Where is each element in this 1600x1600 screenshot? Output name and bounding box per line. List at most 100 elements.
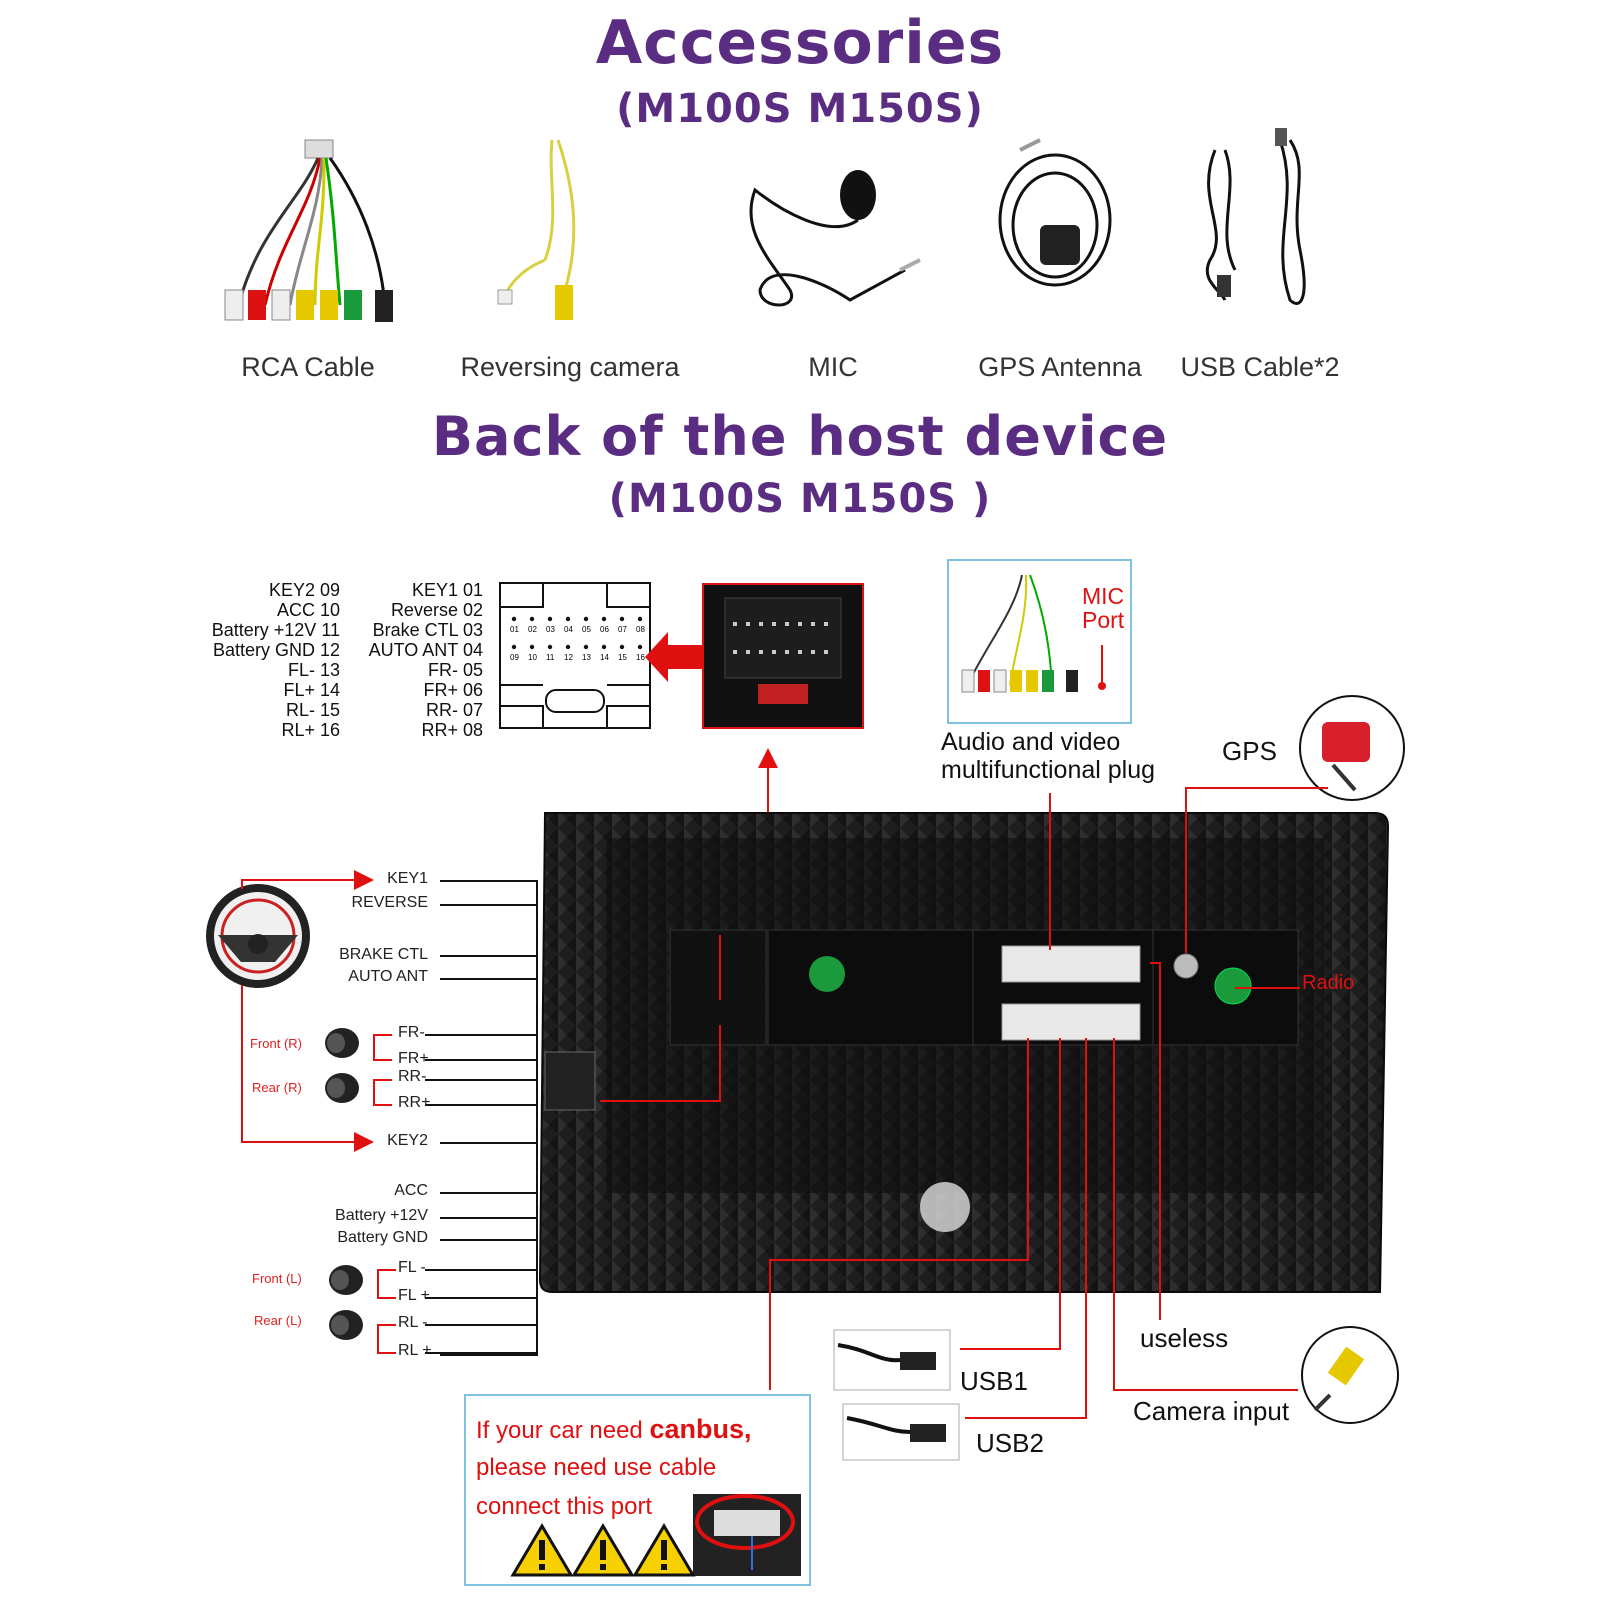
pin-dot bbox=[583, 616, 589, 622]
pin-label: KEY2 09 bbox=[268, 580, 340, 600]
host-device-back bbox=[538, 812, 1390, 1293]
pin-label: Battery +12V 11 bbox=[211, 620, 340, 640]
photo-pin bbox=[811, 650, 815, 654]
pin-dot bbox=[529, 616, 535, 622]
pin-number: 09 bbox=[510, 653, 519, 662]
pin-number: 04 bbox=[564, 625, 573, 634]
accessories-subtitle: (M100S M150S) bbox=[616, 86, 984, 132]
connector-pin-dots bbox=[511, 616, 643, 650]
photo-pin bbox=[772, 622, 776, 626]
pin-dot bbox=[637, 644, 643, 650]
pin-number: 06 bbox=[600, 625, 609, 634]
photo-pin bbox=[733, 622, 737, 626]
speaker-label-rear-l: Rear (L) bbox=[254, 1313, 302, 1328]
accessories-title: Accessories bbox=[595, 8, 1005, 78]
canbus-note-prefix: If your car need bbox=[476, 1417, 650, 1444]
pin-label: AUTO ANT 04 bbox=[368, 640, 483, 660]
pin-number: 16 bbox=[636, 653, 645, 662]
mic-port-label-line2: Port bbox=[1082, 607, 1125, 633]
pin-label: ACC 10 bbox=[276, 600, 340, 620]
wire-label-acc: ACC bbox=[394, 1182, 428, 1199]
pin-label: RL- 15 bbox=[285, 700, 340, 720]
pin-dot bbox=[619, 644, 625, 650]
pin-dot bbox=[601, 616, 607, 622]
pin-number: 11 bbox=[546, 653, 555, 662]
pin-dot bbox=[529, 644, 535, 650]
wire-label-battery-gnd: Battery GND bbox=[337, 1229, 428, 1246]
pin-number: 15 bbox=[618, 653, 627, 662]
av-plug-label-line2: multifunctional plug bbox=[941, 756, 1156, 784]
mic-port-box bbox=[947, 559, 1132, 724]
photo-pin bbox=[746, 650, 750, 654]
av-plug-label: Audio and video multifunctional plug bbox=[941, 728, 1155, 784]
photo-pin bbox=[798, 650, 802, 654]
canbus-note-line3: connect this port bbox=[476, 1493, 653, 1520]
wire-label-key2: KEY2 bbox=[387, 1132, 428, 1149]
wire-label-rr-plus: RR+ bbox=[398, 1094, 431, 1111]
connector-schematic bbox=[499, 582, 651, 729]
pin-dot bbox=[565, 616, 571, 622]
arrow-left-icon bbox=[645, 632, 702, 682]
speaker-label-rear-r: Rear (R) bbox=[252, 1080, 302, 1095]
pin-label: FR+ 06 bbox=[423, 680, 483, 700]
wire-label-fr-plus: FR+ bbox=[398, 1050, 429, 1067]
photo-pin bbox=[824, 650, 828, 654]
wire-label-rl-plus: RL + bbox=[398, 1342, 432, 1359]
host-title: Back of the host device bbox=[431, 405, 1169, 468]
av-plug-label-line1: Audio and video bbox=[941, 728, 1121, 756]
usb-cables-image bbox=[1205, 128, 1306, 305]
camera-input-label: Camera input bbox=[1133, 1396, 1290, 1426]
host-subtitle: (M100S M150S ) bbox=[608, 476, 992, 522]
gps-antenna-image bbox=[998, 138, 1112, 287]
canbus-note-box bbox=[464, 1394, 811, 1586]
wire-label-key1: KEY1 bbox=[387, 870, 428, 887]
speaker-label-front-l: Front (L) bbox=[252, 1271, 302, 1286]
wire-label-rl-minus: RL - bbox=[398, 1314, 428, 1331]
pin-label: FL- 13 bbox=[287, 660, 340, 680]
pin-label: Battery GND 12 bbox=[212, 640, 340, 660]
usb2-label: USB2 bbox=[976, 1428, 1044, 1458]
pin-number: 10 bbox=[528, 653, 537, 662]
gps-label: GPS bbox=[1222, 736, 1277, 766]
pin-label: RL+ 16 bbox=[281, 720, 340, 740]
wire-label-battery-12v: Battery +12V bbox=[335, 1207, 428, 1224]
usb2-photo bbox=[842, 1403, 960, 1461]
wire-label-reverse: REVERSE bbox=[351, 894, 428, 911]
photo-pin bbox=[824, 622, 828, 626]
pin-dot bbox=[601, 644, 607, 650]
connector-photo bbox=[702, 583, 864, 729]
photo-pin bbox=[811, 622, 815, 626]
accessory-label-rca-cable: RCA Cable bbox=[241, 352, 375, 382]
photo-pin bbox=[733, 650, 737, 654]
pin-label: RR- 07 bbox=[425, 700, 483, 720]
warning-icon bbox=[510, 1523, 696, 1577]
canbus-note-line2: please need use cable bbox=[476, 1454, 717, 1481]
pin-label: KEY1 01 bbox=[411, 580, 483, 600]
pin-number: 02 bbox=[528, 625, 537, 634]
pin-number: 12 bbox=[564, 653, 573, 662]
photo-pin bbox=[746, 622, 750, 626]
pin-dot bbox=[565, 644, 571, 650]
steering-wheel-icon bbox=[206, 884, 310, 988]
accessory-label-gps-antenna: GPS Antenna bbox=[978, 352, 1142, 382]
accessory-label-mic: MIC bbox=[808, 352, 858, 382]
photo-pin bbox=[759, 622, 763, 626]
accessory-label-reversing-camera: Reversing camera bbox=[460, 352, 680, 382]
pin-dot bbox=[511, 616, 517, 622]
pin-number: 08 bbox=[636, 625, 645, 634]
wire-label-brake-ctl: BRAKE CTL bbox=[339, 946, 428, 963]
photo-pin bbox=[772, 650, 776, 654]
pin-label: FR- 05 bbox=[427, 660, 483, 680]
photo-pin bbox=[759, 650, 763, 654]
usb1-label: USB1 bbox=[960, 1366, 1028, 1396]
reversing-camera-image bbox=[497, 139, 576, 320]
useless-label: useless bbox=[1140, 1323, 1229, 1353]
pin-label: Reverse 02 bbox=[390, 600, 483, 620]
photo-pin bbox=[785, 650, 789, 654]
speaker-icons bbox=[325, 1028, 363, 1340]
photo-pin bbox=[785, 622, 789, 626]
pin-number: 03 bbox=[546, 625, 555, 634]
pin-label: RR+ 08 bbox=[421, 720, 483, 740]
